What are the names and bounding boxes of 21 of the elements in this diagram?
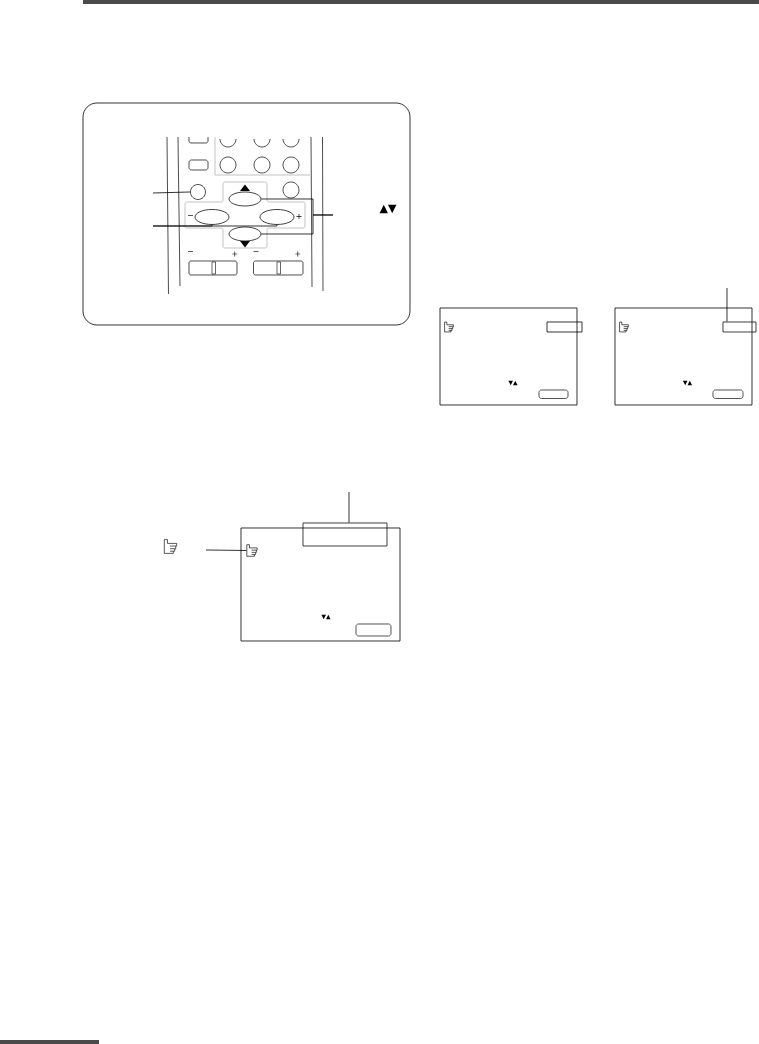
round-button [190,184,206,200]
oval-button [259,209,295,225]
hand-icon [246,544,258,557]
leader-line [152,191,191,194]
leader-line [152,224,278,227]
leader-line [205,549,247,551]
oval-button [228,226,262,242]
arrow-symbols: ▲▼ [379,204,397,214]
minus-sign: − [188,251,193,252]
plus-sign: + [295,251,301,257]
highlight-box [722,321,757,333]
plus-sign: + [232,251,238,257]
highlight-box [302,522,388,547]
leader-line [726,287,728,322]
minus-sign: − [188,215,193,216]
oval-button [194,209,230,225]
bracket-line [260,214,334,235]
oval-button [228,191,262,207]
leader-line [348,491,350,523]
minus-sign: − [253,251,259,252]
plus-sign: + [296,214,302,220]
